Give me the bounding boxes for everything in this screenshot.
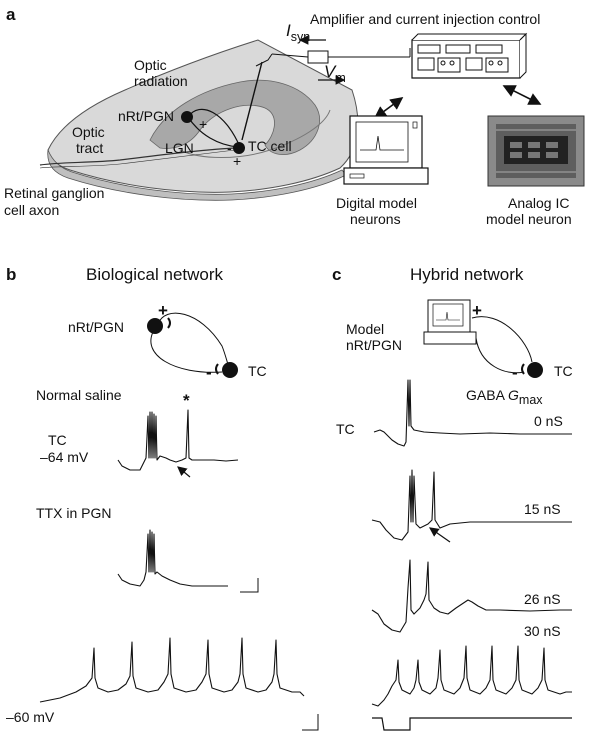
c-model-label-1: Model [346,321,384,337]
b-circuit-lower-arc [150,329,223,373]
vm-label: Vm [324,62,346,85]
optic-tract-label-2: tract [76,140,103,156]
b-tc-neuron [222,362,238,378]
b-trace-normal-saline [117,409,239,471]
amplifier-device [411,32,528,79]
b-bottom-voltage: –60 mV [6,709,55,725]
b-scale-bar-2 [302,714,319,731]
retinal-axon-label-1: Retinal ganglion [4,185,104,201]
analog-arrow [502,85,542,105]
computer-illustration [343,115,429,185]
plus-sign-a2: + [233,153,241,169]
c-conductance-0: 0 nS [534,413,563,429]
amplifier-title: Amplifier and current injection control [310,11,540,27]
minus-sign-a: - [227,140,232,156]
b-trace-ttx [117,529,228,587]
c-trace-0ns [373,379,572,447]
c-trace-26ns [371,559,572,633]
plus-sign-a: + [199,116,207,132]
b-minus-sign: - [206,363,212,382]
nrt-pgn-label-a: nRt/PGN [118,108,174,124]
panel-c-label: c [332,265,341,284]
b-tc-voltage: –64 mV [40,449,89,465]
b-asterisk: * [183,391,190,410]
b-nrt-label: nRt/PGN [68,319,124,335]
optic-radiation-label-1: Optic [134,57,167,73]
panel-a-label: a [6,5,16,24]
b-scale-bar-1 [240,578,259,593]
brain-slice-illustration [39,39,359,201]
optic-radiation-label-2: radiation [134,73,188,89]
c-conductance-15: 15 nS [524,501,561,517]
panel-a: a Optic radiation nRt/PGN + LGN - + TC c… [4,5,585,227]
c-arrow [429,527,451,543]
c-tc-trace-label: TC [336,421,355,437]
b-tc-label: TC [248,363,267,379]
retinal-axon-label-2: cell axon [4,202,59,218]
c-model-label-2: nRt/PGN [346,337,402,353]
b-circuit-upper-arc [157,312,231,371]
panel-c-title: Hybrid network [410,265,524,284]
digital-label-1: Digital model [336,195,417,211]
lgn-label: LGN [165,140,194,156]
tc-cell-label: TC cell [248,138,292,154]
c-gaba-label: GABA Gmax [466,387,543,407]
c-minus-sign: - [512,363,518,382]
analog-label-2: model neuron [486,211,572,227]
c-plus-sign: + [472,301,482,320]
c-current-step [372,717,572,731]
c-circuit-lower-arc [475,337,525,374]
c-tc-label: TC [554,363,573,379]
c-trace-15ns [371,469,572,541]
b-tc-trace-label: TC [48,432,67,448]
digital-label-2: neurons [350,211,401,227]
isyn-label: Isyn [286,21,310,44]
c-conductance-30: 30 nS [524,623,561,639]
b-plus-sign: + [158,301,168,320]
panel-b-label: b [6,265,16,284]
c-trace-30ns [371,645,572,707]
analog-label-1: Analog IC [508,195,569,211]
b-trace-rhythmic [39,637,305,703]
optic-tract-label-1: Optic [72,124,105,140]
tc-neuron-dot [233,142,245,154]
c-conductance-26: 26 nS [524,591,561,607]
digital-arrow [373,97,404,119]
electrode [241,61,263,141]
b-arrow [177,466,191,478]
panel-c: c Hybrid network + - TC Model nRt/PGN GA… [332,265,573,731]
analog-chip-illustration [487,115,585,187]
c-tc-neuron [527,362,543,378]
c-computer-icon [423,299,477,345]
panel-b: b Biological network + - nRt/PGN TC Norm… [6,265,319,731]
b-nrt-neuron [147,318,163,334]
nrt-neuron-dot [181,111,193,123]
c-circuit-upper-arc [471,316,533,363]
panel-b-title: Biological network [86,265,224,284]
b-ttx-label: TTX in PGN [36,505,111,521]
b-normal-saline-label: Normal saline [36,387,122,403]
